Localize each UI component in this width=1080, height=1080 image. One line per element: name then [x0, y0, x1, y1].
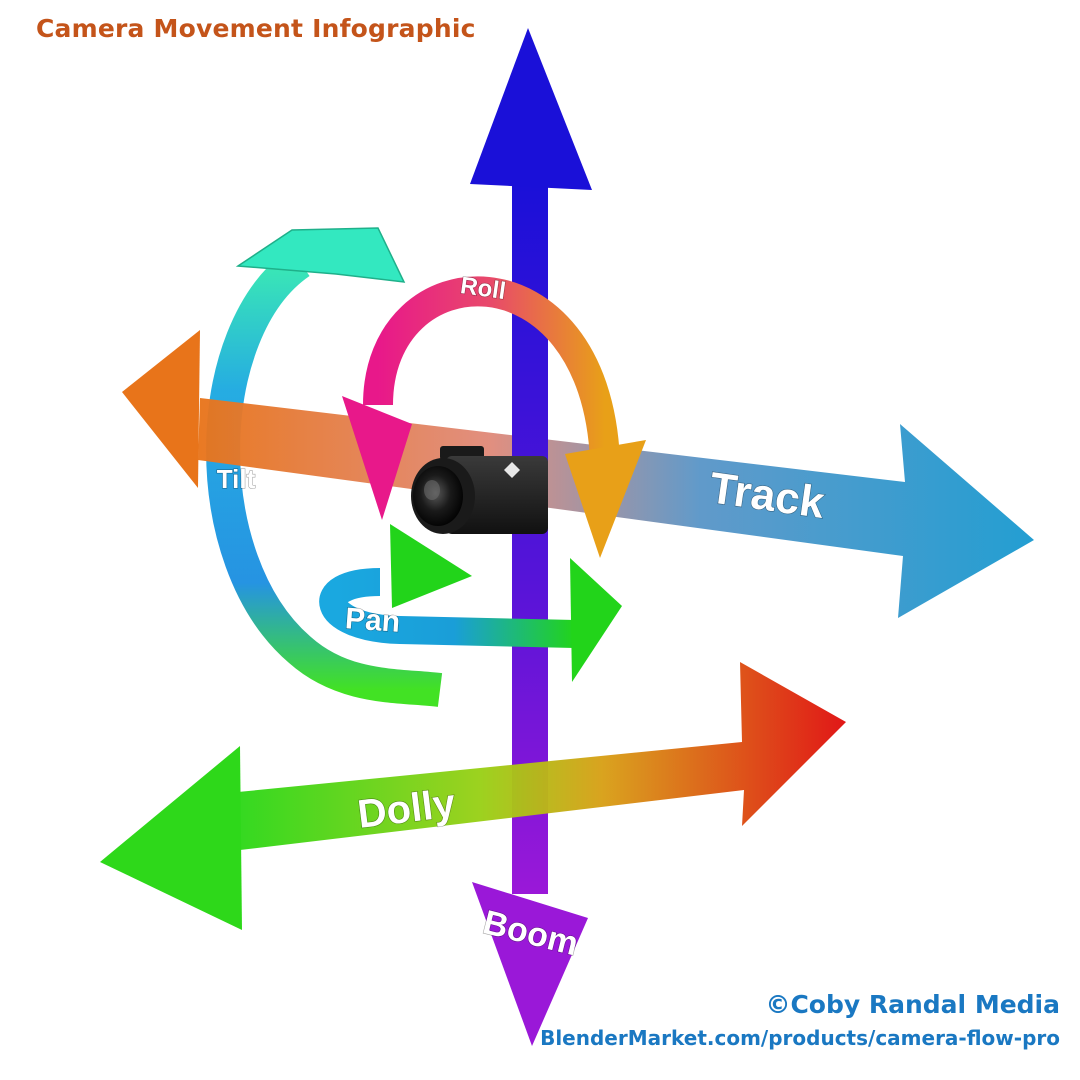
camera-icon: [411, 446, 548, 534]
pan-arrow: [319, 524, 622, 682]
dolly-arrow: [100, 662, 846, 930]
roll-arrow: [342, 276, 646, 558]
tilt-arrow: [206, 227, 443, 707]
tilt-label: Tilt: [217, 464, 256, 494]
page-title: Camera Movement Infographic: [36, 14, 476, 43]
boom-arrow: [470, 28, 592, 1046]
product-url[interactable]: BlenderMarket.com/products/camera-flow-p…: [540, 1026, 1060, 1050]
copyright-credit: ©Coby Randal Media: [765, 990, 1060, 1019]
pan-label: Pan: [344, 602, 401, 639]
